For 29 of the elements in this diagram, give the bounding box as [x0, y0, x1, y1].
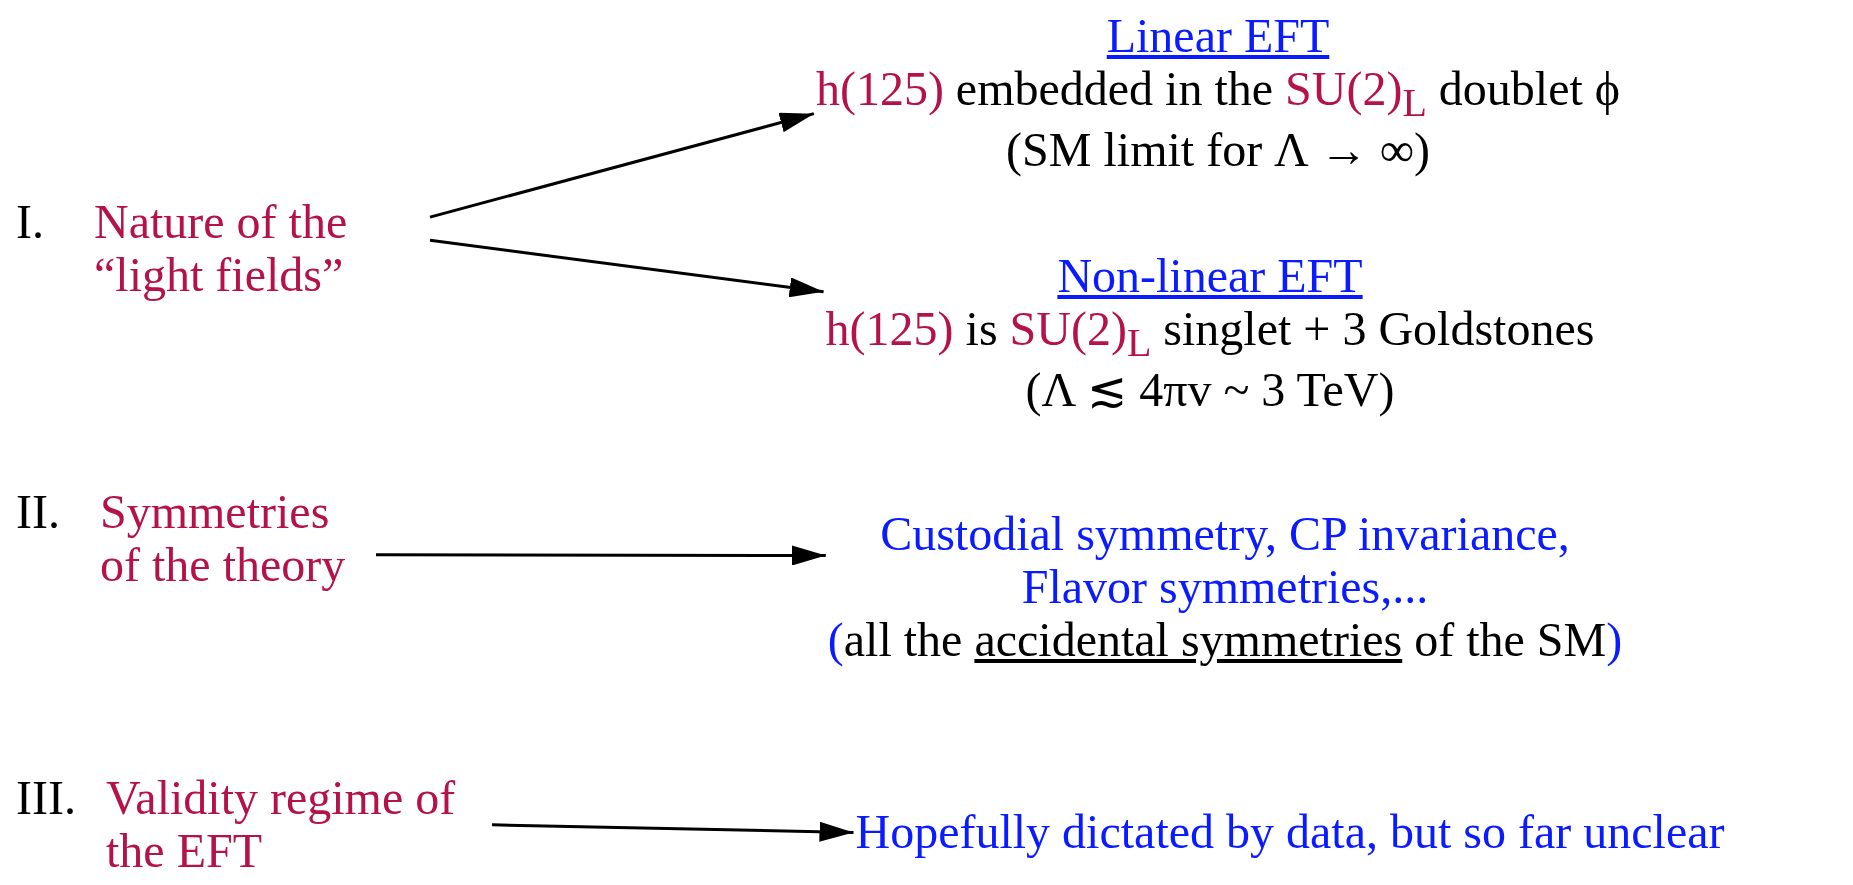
- roman-numeral: III.: [16, 772, 77, 825]
- heading-link: Non-linear EFT: [1057, 249, 1363, 302]
- text: singlet + 3 Goldstones: [1163, 301, 1595, 355]
- text: SU(2)$_{L}$: [1009, 301, 1152, 355]
- arrow: [429, 238, 824, 298]
- text: Custodial symmetry, CP invariance, Flavor symmetries,...: [879, 508, 1571, 614]
- text: (: [827, 612, 844, 666]
- text: embedded in the: [955, 61, 1274, 115]
- heading-text: Nature of the “light fields”: [94, 196, 349, 302]
- text: of the SM: [1414, 612, 1607, 666]
- text: doublet ϕ: [1438, 61, 1621, 115]
- text: (SM limit for Λ → ∞): [1006, 123, 1430, 177]
- roman-numeral: I.: [16, 196, 45, 249]
- arrow: [429, 112, 815, 219]
- heading-text: Symmetries of the theory: [100, 486, 347, 592]
- text: is: [965, 301, 998, 355]
- roman-numeral: II.: [16, 486, 61, 539]
- arrow: [376, 545, 826, 566]
- heading-text: Validity regime of the EFT: [106, 772, 457, 878]
- text: all the: [843, 612, 963, 666]
- heading-link: Linear EFT: [1106, 9, 1330, 62]
- arrow: [491, 821, 854, 842]
- text: h(125): [825, 301, 954, 355]
- text: SU(2)$_{L}$: [1285, 61, 1427, 115]
- text: Hopefully dictated by data, but so far unclear: [855, 805, 1725, 858]
- text: (Λ ≲ 4πv ~ 3 TeV): [1025, 363, 1395, 417]
- text: ): [1606, 612, 1623, 666]
- text: h(125): [815, 61, 944, 115]
- text: accidental symmetries: [974, 612, 1403, 666]
